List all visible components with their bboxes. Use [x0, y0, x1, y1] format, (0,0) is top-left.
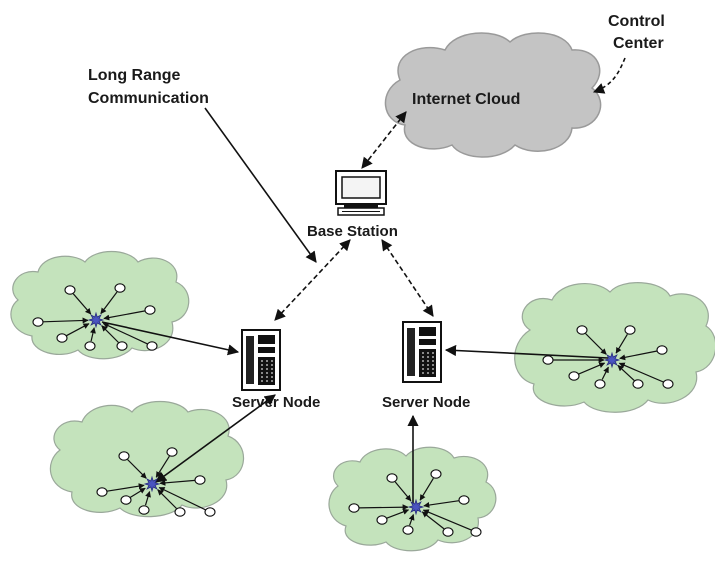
sensor-link [578, 362, 606, 375]
base-server-left-link [274, 239, 351, 321]
sensor-node-icon [594, 379, 606, 389]
sensor-link [42, 317, 89, 324]
server-tower-icon [241, 329, 281, 391]
sensor-node-icon [542, 355, 554, 365]
sensor-link [106, 483, 145, 492]
sensor-node-icon [84, 341, 96, 351]
sensor-link [144, 491, 151, 506]
sensor-link [358, 504, 409, 511]
star-node-icon [603, 351, 621, 369]
internet-cloud-label: Internet Cloud [412, 91, 520, 108]
sensor-link [127, 459, 147, 479]
server-tower-icon [402, 321, 442, 383]
base-station-label: Base Station [307, 223, 398, 240]
sensor-link [155, 455, 170, 478]
long-range-label-line1: Long Range [88, 67, 181, 84]
sensor-node-icon [118, 451, 130, 461]
sensor-link [157, 489, 177, 509]
sensor-link [422, 509, 472, 531]
sensor-link [619, 350, 658, 361]
sensor-link [103, 310, 146, 321]
sensor-node-icon [144, 305, 156, 315]
sensor-link [159, 479, 196, 486]
sensor-node-icon [114, 283, 126, 293]
sensor-node-icon [204, 507, 216, 517]
star-node-icon [407, 498, 425, 516]
sensor-node-icon [624, 325, 636, 335]
sensor-node-icon [470, 527, 482, 537]
sensor-node-icon [166, 447, 178, 457]
sensor-node-icon [174, 507, 186, 517]
sensor-link [394, 481, 412, 502]
sensor-node-icon [56, 333, 68, 343]
cluster-to-server-link [101, 321, 240, 356]
server-node-right-label: Server Node [382, 394, 470, 411]
sensor-link [419, 477, 434, 501]
sensor-link [615, 333, 628, 354]
sensor-cluster-top-left [10, 251, 190, 360]
sensor-nodes-layer [32, 283, 674, 537]
sensor-node-icon [656, 345, 668, 355]
control-center-label-line1: Control [608, 13, 665, 30]
cloud-base-link [361, 111, 407, 169]
control-center-link [592, 57, 626, 94]
sensor-cluster-right [514, 282, 715, 413]
cluster-to-server-link [444, 344, 609, 359]
sensor-link [408, 514, 415, 526]
sensor-link [601, 366, 609, 380]
sensor-node-icon [662, 379, 674, 389]
sensor-link [100, 291, 118, 315]
cluster-to-server-link [155, 394, 276, 483]
sensor-link [102, 322, 148, 345]
star-node-icon [143, 475, 161, 493]
sensor-node-icon [442, 527, 454, 537]
sensor-node-icon [32, 317, 44, 327]
server-node-left-label: Server Node [232, 394, 320, 411]
sensor-node-icon [458, 495, 470, 505]
sensor-node-icon [348, 503, 360, 513]
sensor-node-icon [138, 505, 150, 515]
sensor-node-icon [568, 371, 580, 381]
base-server-right-link [381, 239, 434, 317]
sensor-link [386, 509, 410, 519]
sensor-link [72, 293, 92, 315]
sensor-node-icon [194, 475, 206, 485]
sensor-link [129, 487, 146, 498]
sensor-node-icon [430, 469, 442, 479]
star-node-icon [87, 311, 105, 329]
sensor-link [423, 500, 460, 508]
sensor-node-icon [116, 341, 128, 351]
sensor-link [158, 486, 206, 511]
internet-cloud-shape [384, 32, 602, 158]
sensor-node-icon [632, 379, 644, 389]
sensor-node-icon [402, 525, 414, 535]
long-range-pointer [204, 107, 317, 263]
sensor-node-icon [146, 341, 158, 351]
long-range-label-line2: Communication [88, 90, 209, 107]
sensor-node-icon [386, 473, 398, 483]
sensor-node-icon [64, 285, 76, 295]
sensor-node-icon [576, 325, 588, 335]
sensor-link [66, 323, 90, 337]
control-center-label-line2: Center [613, 35, 664, 52]
sensor-link [618, 362, 664, 383]
internet-cloud: Internet Cloud [384, 32, 602, 158]
sensor-node-icon [120, 495, 132, 505]
computer-icon [335, 170, 387, 216]
sensor-link [585, 333, 607, 355]
sensor-node-icon [96, 487, 108, 497]
sensor-link [90, 327, 96, 342]
sensor-link [101, 325, 119, 343]
sensor-node-icon [376, 515, 388, 525]
